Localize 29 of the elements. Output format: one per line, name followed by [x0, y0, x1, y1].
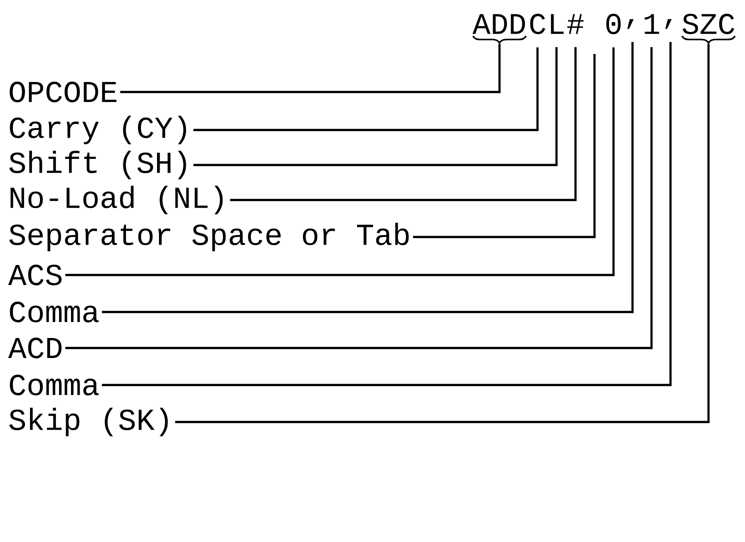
leader-line [175, 44, 710, 424]
instruction-character: # [567, 14, 584, 34]
field-label: ACD [8, 338, 62, 358]
leader-line [65, 47, 615, 276]
leader-line [193, 47, 539, 132]
field-label: Separator Space or Tab [9, 222, 409, 252]
leader-line [102, 42, 672, 386]
bracketed-instruction-text: SZC [681, 14, 736, 44]
field-label: Comma [10, 374, 99, 396]
field-label: Skip (SK) [9, 408, 168, 436]
instruction-character: 0 [606, 14, 621, 34]
field-label: ACS [8, 264, 62, 286]
instruction-character: C [530, 14, 546, 34]
instruction-character: 1 [644, 14, 660, 34]
field-label: Comma [10, 302, 99, 322]
field-label: No-Load (NL) [10, 186, 223, 214]
field-label: Carry (CY) [10, 116, 186, 144]
leader-line [193, 47, 558, 166]
leader-line [102, 42, 634, 314]
leader-line [413, 54, 596, 238]
instruction-character: L [550, 14, 564, 34]
field-label: Shift (SH) [9, 150, 186, 180]
bracketed-instruction-text: ADD [472, 14, 527, 44]
leader-line [120, 44, 501, 94]
leader-line [65, 47, 653, 350]
instruction-character: , [627, 19, 634, 29]
field-label: OPCODE [10, 82, 116, 102]
leader-line [230, 47, 577, 202]
instruction-character: , [665, 19, 672, 29]
